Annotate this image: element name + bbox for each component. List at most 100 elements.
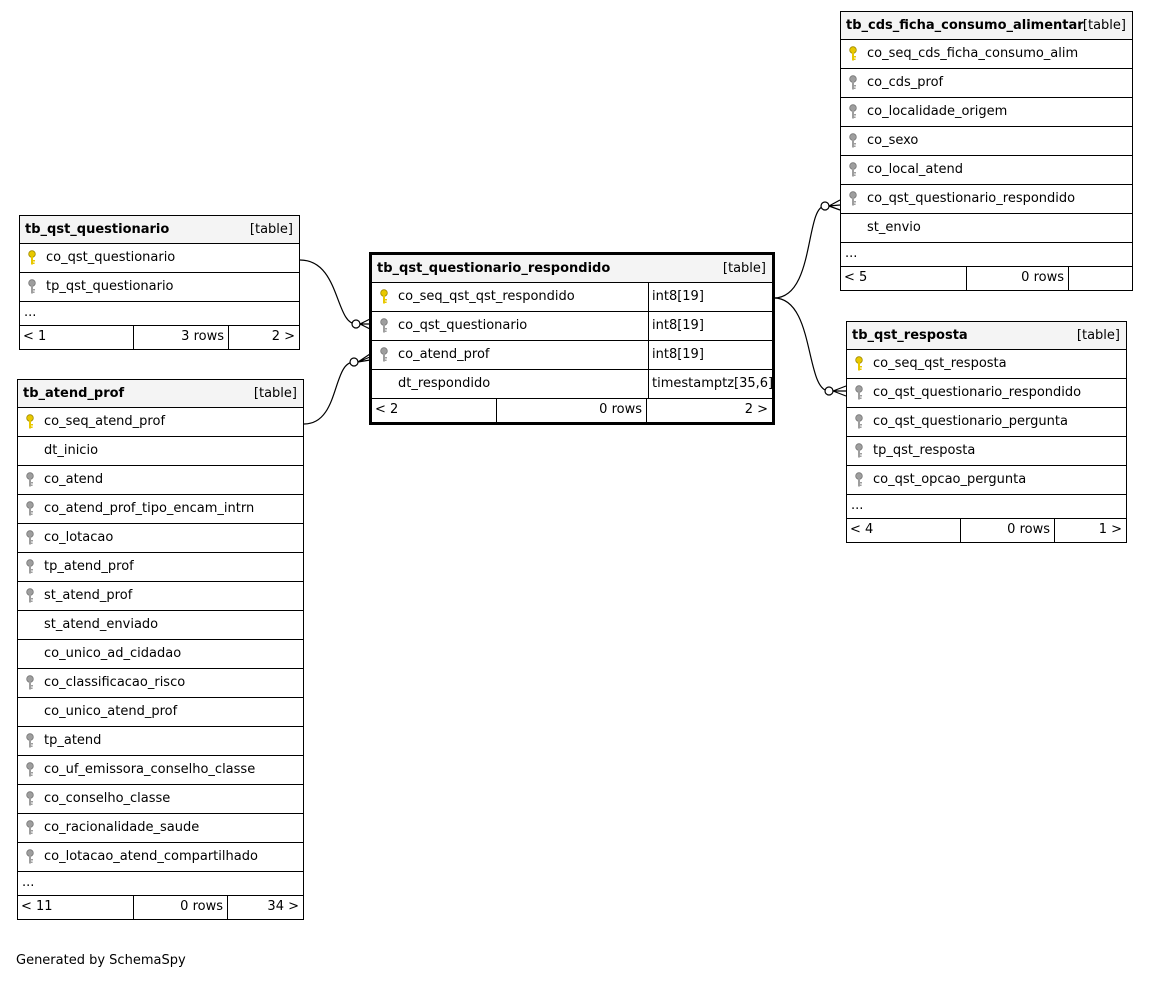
column-row-tp-atend[interactable]: tp_atend — [18, 727, 303, 756]
table-tb-qst-resposta[interactable]: tb_qst_resposta[table] co_seq_qst_respost… — [846, 321, 1127, 543]
column-row-co-racionalidade-saude[interactable]: co_racionalidade_saude — [18, 814, 303, 843]
column-row-co-classificacao-risco[interactable]: co_classificacao_risco — [18, 669, 303, 698]
table-header[interactable]: tb_atend_prof[table] — [18, 380, 303, 408]
column-row-tp-qst-resposta[interactable]: tp_qst_resposta — [847, 437, 1126, 466]
column-row-co-local-atend[interactable]: co_local_atend — [841, 156, 1132, 185]
column-name[interactable]: tp_qst_questionario — [46, 279, 174, 294]
column-name[interactable]: co_qst_questionario — [46, 250, 176, 265]
foreign-key-icon — [25, 501, 35, 517]
column-name[interactable]: co_lotacao — [44, 530, 114, 545]
child-count-link[interactable] — [1068, 267, 1132, 290]
column-name[interactable]: co_unico_atend_prof — [44, 704, 178, 719]
column-row-co-qst-questionario-respondido[interactable]: co_qst_questionario_respondido — [841, 185, 1132, 214]
table-name[interactable]: tb_atend_prof — [23, 386, 125, 401]
column-name[interactable]: tp_atend — [44, 733, 102, 748]
column-row-co-lotacao-atend-compartilhado[interactable]: co_lotacao_atend_compartilhado — [18, 843, 303, 872]
column-name[interactable]: co_localidade_origem — [867, 104, 1008, 119]
column-row-tp-atend-prof[interactable]: tp_atend_prof — [18, 553, 303, 582]
column-row-co-seq-qst-resposta[interactable]: co_seq_qst_resposta — [847, 350, 1126, 379]
column-row-co-seq-cds-ficha-consumo-alim[interactable]: co_seq_cds_ficha_consumo_alim — [841, 40, 1132, 69]
table-header[interactable]: tb_qst_resposta[table] — [847, 322, 1126, 350]
child-count-link[interactable]: 2 > — [228, 326, 299, 349]
child-count-link[interactable]: 1 > — [1054, 519, 1126, 542]
column-name[interactable]: co_conselho_classe — [44, 791, 171, 806]
column-name[interactable]: co_seq_atend_prof — [44, 414, 166, 429]
column-row-co-qst-questionario-pergunta[interactable]: co_qst_questionario_pergunta — [847, 408, 1126, 437]
parent-count-link[interactable]: < 2 — [375, 402, 399, 417]
foreign-key-icon — [848, 162, 858, 178]
column-row-co-seq-atend-prof[interactable]: co_seq_atend_prof — [18, 408, 303, 437]
column-row-co-unico-atend-prof[interactable]: co_unico_atend_prof — [18, 698, 303, 727]
foreign-key-icon — [25, 472, 35, 488]
column-row-co-atend-prof-tipo-encam-intrn[interactable]: co_atend_prof_tipo_encam_intrn — [18, 495, 303, 524]
column-row-co-atend[interactable]: co_atend — [18, 466, 303, 495]
table-tb-atend-prof[interactable]: tb_atend_prof[table] co_seq_atend_prof dt_… — [17, 379, 304, 920]
table-tb-qst-questionario-respondido[interactable]: tb_qst_questionario_respondido[table]co_… — [369, 252, 775, 425]
foreign-key-icon — [854, 443, 864, 459]
column-name[interactable]: dt_respondido — [398, 376, 491, 391]
column-row-co-qst-opcao-pergunta[interactable]: co_qst_opcao_pergunta — [847, 466, 1126, 495]
column-name[interactable]: st_atend_enviado — [44, 617, 159, 632]
column-name[interactable]: tp_qst_resposta — [873, 443, 976, 458]
column-name[interactable]: co_uf_emissora_conselho_classe — [44, 762, 256, 777]
column-row-st-atend-enviado[interactable]: st_atend_enviado — [18, 611, 303, 640]
column-name[interactable]: co_atend_prof_tipo_encam_intrn — [44, 501, 255, 516]
foreign-key-icon — [27, 279, 37, 295]
column-row-co-unico-ad-cidadao[interactable]: co_unico_ad_cidadao — [18, 640, 303, 669]
foreign-key-icon — [25, 791, 35, 807]
child-count-link[interactable]: 2 > — [646, 399, 772, 422]
column-name[interactable]: co_atend — [44, 472, 104, 487]
column-name[interactable]: co_qst_questionario_respondido — [873, 385, 1082, 400]
column-name[interactable]: co_seq_cds_ficha_consumo_alim — [867, 46, 1079, 61]
column-row-st-envio[interactable]: st_envio — [841, 214, 1132, 243]
table-name[interactable]: tb_qst_questionario_respondido — [377, 261, 611, 276]
table-name[interactable]: tb_qst_resposta — [852, 328, 968, 343]
parent-count-link[interactable]: < 5 — [844, 270, 868, 285]
foreign-key-icon — [25, 762, 35, 778]
column-name[interactable]: co_local_atend — [867, 162, 963, 177]
column-name[interactable]: st_atend_prof — [44, 588, 133, 603]
table-name[interactable]: tb_cds_ficha_consumo_alimentar — [846, 18, 1084, 33]
column-row-co-conselho-classe[interactable]: co_conselho_classe — [18, 785, 303, 814]
column-name[interactable]: co_classificacao_risco — [44, 675, 186, 690]
column-row-co-sexo[interactable]: co_sexo — [841, 127, 1132, 156]
table-tb-cds-ficha-consumo-alimentar[interactable]: tb_cds_ficha_consumo_alimentar[table] co_… — [840, 11, 1133, 291]
column-name[interactable]: co_qst_opcao_pergunta — [873, 472, 1027, 487]
column-name[interactable]: co_seq_qst_resposta — [873, 356, 1007, 371]
column-row-st-atend-prof[interactable]: st_atend_prof — [18, 582, 303, 611]
column-row-co-qst-questionario[interactable]: co_qst_questionario — [20, 244, 299, 273]
parent-count-link[interactable]: < 1 — [23, 329, 47, 344]
column-name[interactable]: co_cds_prof — [867, 75, 944, 90]
column-name[interactable]: tp_atend_prof — [44, 559, 134, 574]
column-row-co-uf-emissora-conselho-classe[interactable]: co_uf_emissora_conselho_classe — [18, 756, 303, 785]
table-name[interactable]: tb_qst_questionario — [25, 222, 170, 237]
table-tb-qst-questionario[interactable]: tb_qst_questionario[table] co_qst_questio… — [19, 215, 300, 350]
table-header[interactable]: tb_qst_questionario_respondido[table] — [372, 255, 772, 283]
table-header[interactable]: tb_cds_ficha_consumo_alimentar[table] — [841, 12, 1132, 40]
column-row-co-cds-prof[interactable]: co_cds_prof — [841, 69, 1132, 98]
parent-count-link[interactable]: < 11 — [21, 899, 53, 914]
column-name[interactable]: co_qst_questionario_pergunta — [873, 414, 1068, 429]
column-row-co-qst-questionario-respondido[interactable]: co_qst_questionario_respondido — [847, 379, 1126, 408]
column-row-dt-inicio[interactable]: dt_inicio — [18, 437, 303, 466]
column-name[interactable]: co_sexo — [867, 133, 919, 148]
column-name[interactable]: dt_inicio — [44, 443, 99, 458]
column-name[interactable]: co_racionalidade_saude — [44, 820, 200, 835]
column-name[interactable]: co_qst_questionario — [398, 318, 528, 333]
column-name[interactable]: co_qst_questionario_respondido — [867, 191, 1076, 206]
parent-count-link[interactable]: < 4 — [850, 522, 874, 537]
column-row-co-localidade-origem[interactable]: co_localidade_origem — [841, 98, 1132, 127]
column-name[interactable]: co_atend_prof — [398, 347, 490, 362]
column-name[interactable]: st_envio — [867, 220, 921, 235]
child-count-link[interactable]: 34 > — [227, 896, 303, 919]
column-name[interactable]: co_seq_qst_qst_respondido — [398, 289, 575, 304]
column-row-tp-qst-questionario[interactable]: tp_qst_questionario — [20, 273, 299, 302]
table-header[interactable]: tb_qst_questionario[table] — [20, 216, 299, 244]
column-name[interactable]: co_unico_ad_cidadao — [44, 646, 182, 661]
column-row-co-lotacao[interactable]: co_lotacao — [18, 524, 303, 553]
column-name[interactable]: co_lotacao_atend_compartilhado — [44, 849, 258, 864]
